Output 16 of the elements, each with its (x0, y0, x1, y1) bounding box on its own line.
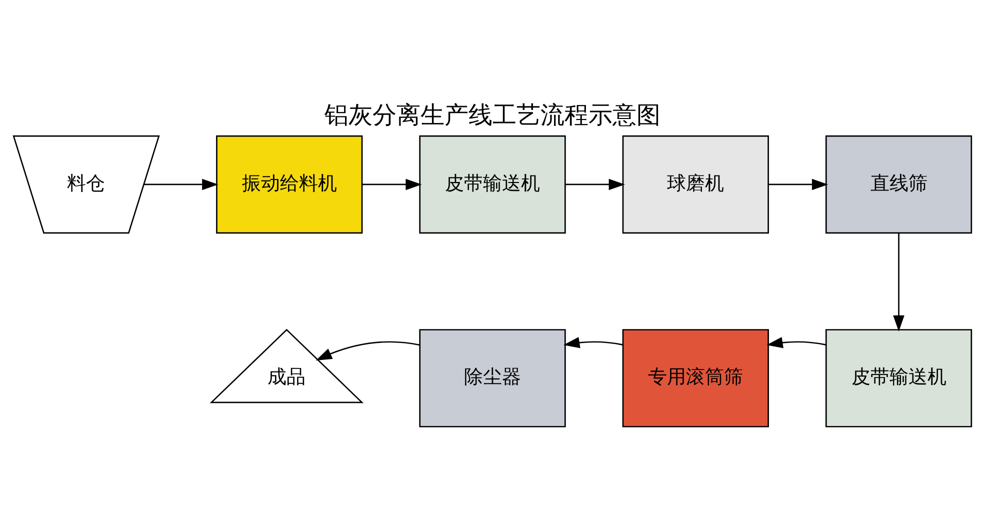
arrow (768, 178, 828, 190)
node-box: 皮带输送机 (419, 135, 566, 234)
arrow (893, 233, 904, 332)
arrow (566, 178, 625, 190)
node-box: 直线筛 (825, 135, 972, 234)
arrow (362, 178, 422, 190)
node-box: 皮带输送机 (825, 329, 972, 428)
node-box: 球磨机 (622, 135, 769, 234)
node-box: 除尘器 (419, 329, 566, 428)
diagram-title: 铝灰分离生产线工艺流程示意图 (324, 101, 660, 130)
node-box: 专用滚筒筛 (622, 329, 769, 428)
arrow (144, 178, 218, 190)
arrow (564, 337, 624, 348)
arrow (766, 337, 826, 348)
arrow (316, 341, 420, 360)
node-box: 振动给料机 (216, 135, 363, 234)
